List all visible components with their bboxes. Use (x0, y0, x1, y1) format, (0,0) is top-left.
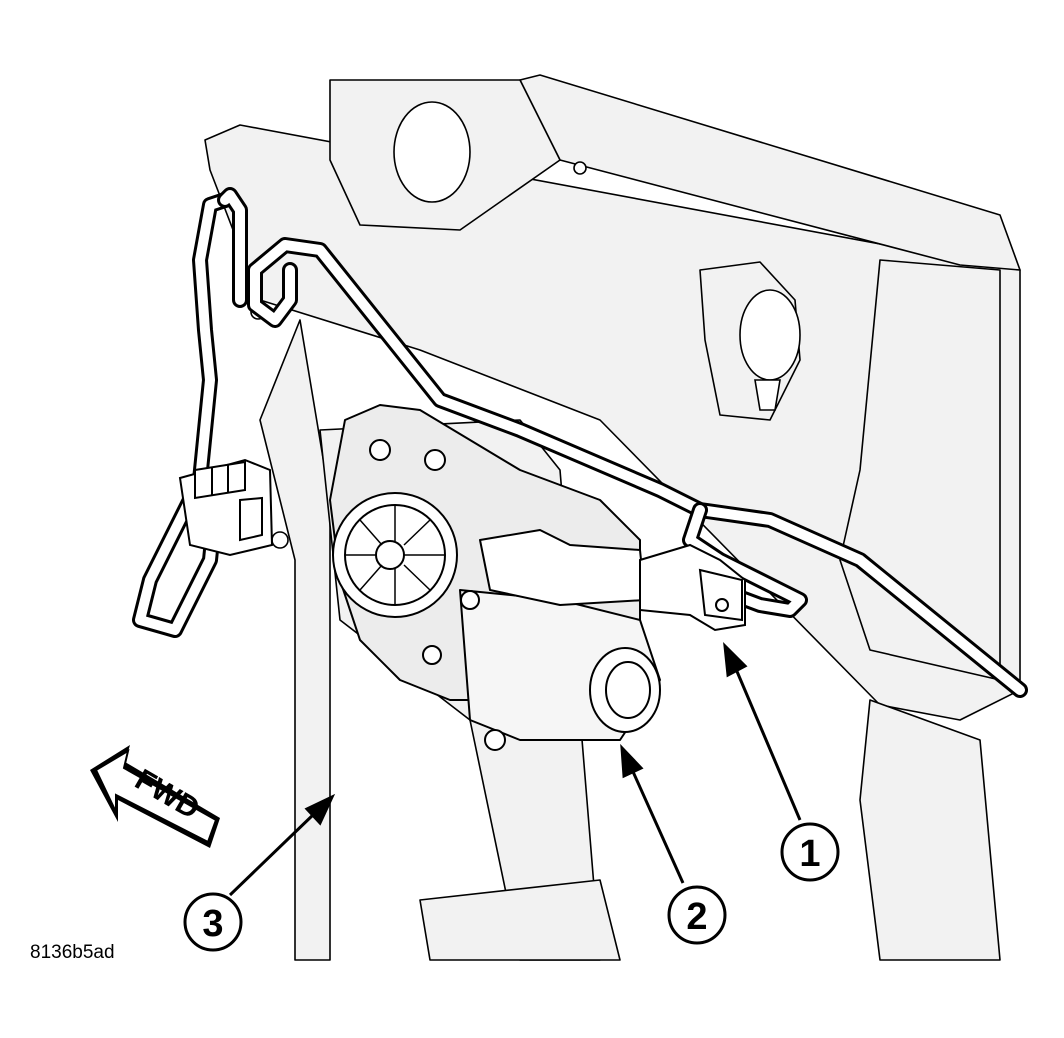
figure-id: 8136b5ad (30, 942, 115, 963)
connector (639, 543, 746, 632)
gear-housing-ribs (345, 505, 445, 605)
harness-connector (178, 458, 274, 557)
callout-1-number: 1 (799, 833, 820, 875)
callout-2: 2 (667, 885, 727, 945)
callout-2-number: 2 (686, 896, 707, 938)
callout-leaders (228, 641, 802, 897)
callout-3-number: 3 (202, 903, 223, 945)
fwd-arrow: FWD (90, 745, 220, 848)
window-motor (329, 404, 661, 751)
callout-3: 3 (183, 892, 243, 952)
callout-1: 1 (780, 822, 840, 882)
panel-openings (250, 101, 801, 549)
wire-harness (132, 187, 1028, 698)
